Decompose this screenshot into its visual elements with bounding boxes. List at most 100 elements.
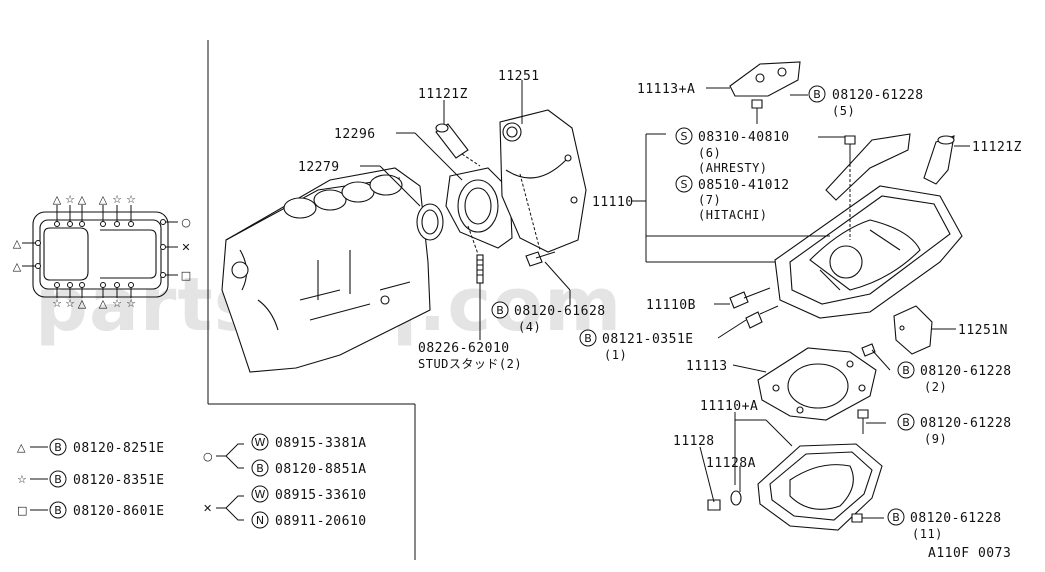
label-stud: STUDスタッド(2) — [418, 357, 522, 371]
callout-b-08120-61228-11: 08120-61228 — [910, 511, 1002, 526]
svg-text:△: △ — [99, 297, 108, 310]
svg-text:△: △ — [78, 193, 87, 206]
qty-9: (9) — [924, 432, 947, 446]
legend-bolt-letter-2: B — [54, 473, 62, 486]
rear-oil-seal — [416, 203, 444, 241]
gasket-top — [729, 61, 801, 97]
bolt-marker-4 — [897, 361, 915, 379]
baffle-plate — [825, 133, 911, 201]
bolt-marker-letter: B — [813, 88, 821, 101]
callout-11113a: 11113+A — [637, 82, 695, 97]
qty-2: (2) — [924, 380, 947, 394]
callout-s-08510-41012: 08510-41012 — [698, 178, 790, 193]
callout-11110a: 11110+A — [700, 399, 758, 414]
svg-text:☆: ☆ — [126, 193, 136, 206]
oil-pan-lower — [707, 409, 883, 531]
triangle-icon: △ — [17, 441, 26, 454]
callout-b-08120-61628: 08120-61628 — [514, 304, 606, 319]
callout-b-08120-61228-top: 08120-61228 — [832, 88, 924, 103]
svg-text:△: △ — [13, 260, 22, 273]
callout-11251: 11251 — [498, 69, 540, 84]
legend-bolt-letter-1: B — [54, 441, 62, 454]
qty-7: (7) — [698, 193, 721, 207]
callout-11121z-right: 11121Z — [972, 140, 1022, 155]
callout-11121z-left: 11121Z — [418, 87, 468, 102]
legend-triangle-bolt: 08120-8251E — [73, 441, 165, 456]
callout-b-08120-61228-2: 08120-61228 — [920, 364, 1012, 379]
svg-text:✕: ✕ — [181, 241, 190, 254]
callout-11110: 11110 — [592, 195, 634, 210]
callout-b-08121-0351e: 08121-0351E — [602, 332, 694, 347]
legend-circle-w: 08915-3381A — [275, 436, 367, 451]
qty-6: (6) — [698, 146, 721, 160]
qty-5: (5) — [832, 104, 855, 118]
svg-text:△: △ — [13, 237, 22, 250]
legend-bolt-letter-4: B — [256, 462, 264, 475]
fastener-legend: △ B 08120-8251E ☆ B 08120-8351E □ B 0812… — [17, 433, 367, 529]
frame-lines — [207, 40, 416, 560]
bolt-marker-3-letter: B — [584, 332, 592, 345]
bolt-marker-2 — [491, 301, 509, 319]
svg-text:□: □ — [181, 269, 191, 282]
legend-square-bolt: 08120-8601E — [73, 504, 165, 519]
callout-11128: 11128 — [673, 434, 715, 449]
gasket-bolt-pattern: △☆△ △☆☆ ☆☆△ △☆☆ △△ ○✕□ — [13, 193, 191, 310]
callout-11251n: 11251N — [958, 323, 1008, 338]
legend-bolt-letter-3: B — [54, 504, 62, 517]
svg-text:☆: ☆ — [52, 297, 62, 310]
callout-12279: 12279 — [298, 160, 340, 175]
svg-text:△: △ — [53, 193, 62, 206]
qty-1: (1) — [604, 348, 627, 362]
figure-id: A110F 0073 — [928, 546, 1011, 561]
legend-nut-letter: N — [256, 514, 264, 527]
legend-washer-letter-1: W — [255, 436, 266, 449]
bolt-marker-5-letter: B — [902, 416, 910, 429]
legend-cross-w: 08915-33610 — [275, 488, 367, 503]
screw-marker-2-letter: S — [681, 178, 688, 191]
callout-11110b: 11110B — [646, 298, 696, 313]
svg-text:○: ○ — [181, 216, 191, 229]
qty-11: (11) — [912, 527, 943, 541]
bolts-small — [751, 99, 856, 240]
label-hitachi: (HITACHI) — [698, 208, 768, 222]
part-callouts: 11251 11121Z 12296 12279 11113+A B 08120… — [298, 69, 1022, 561]
svg-text:☆: ☆ — [65, 193, 75, 206]
svg-text:△: △ — [99, 193, 108, 206]
qty-4: (4) — [518, 320, 541, 334]
legend-washer-letter-2: W — [255, 488, 266, 501]
gasket-lower — [757, 347, 877, 421]
square-icon: □ — [17, 504, 27, 517]
svg-text:△: △ — [78, 297, 87, 310]
oil-pan-upper — [774, 185, 963, 319]
callout-12296: 12296 — [334, 127, 376, 142]
leader-lines — [360, 80, 970, 519]
bolt-marker-6 — [887, 508, 905, 526]
svg-text:☆: ☆ — [65, 297, 75, 310]
legend-star-bolt: 08120-8351E — [73, 473, 165, 488]
legend-circle-b: 08120-8851A — [275, 462, 367, 477]
bolt-marker-4-letter: B — [902, 364, 910, 377]
oil-seal-retainer — [445, 167, 513, 249]
rear-end-plate — [499, 109, 587, 253]
svg-text:☆: ☆ — [112, 193, 122, 206]
callout-s-08310-40810: 08310-40810 — [698, 130, 790, 145]
callout-08226-62010: 08226-62010 — [418, 341, 510, 356]
cross-icon: ✕ — [203, 502, 212, 515]
callout-11128a: 11128A — [706, 456, 756, 471]
bolt-marker — [808, 85, 826, 103]
drain-plug-right — [923, 135, 955, 185]
drain-plug-left — [435, 123, 481, 167]
circle-icon: ○ — [203, 450, 213, 463]
bolt-marker-5 — [897, 413, 915, 431]
screw-marker-2 — [675, 175, 693, 193]
cover-plate — [861, 305, 933, 357]
screw-marker — [675, 127, 693, 145]
cylinder-block — [221, 167, 431, 373]
svg-text:☆: ☆ — [126, 297, 136, 310]
callout-11113: 11113 — [686, 359, 728, 374]
legend-cross-n: 08911-20610 — [275, 514, 367, 529]
screw-marker-letter: S — [681, 130, 688, 143]
bolt-marker-6-letter: B — [892, 511, 900, 524]
bolt-marker-2-letter: B — [496, 304, 504, 317]
